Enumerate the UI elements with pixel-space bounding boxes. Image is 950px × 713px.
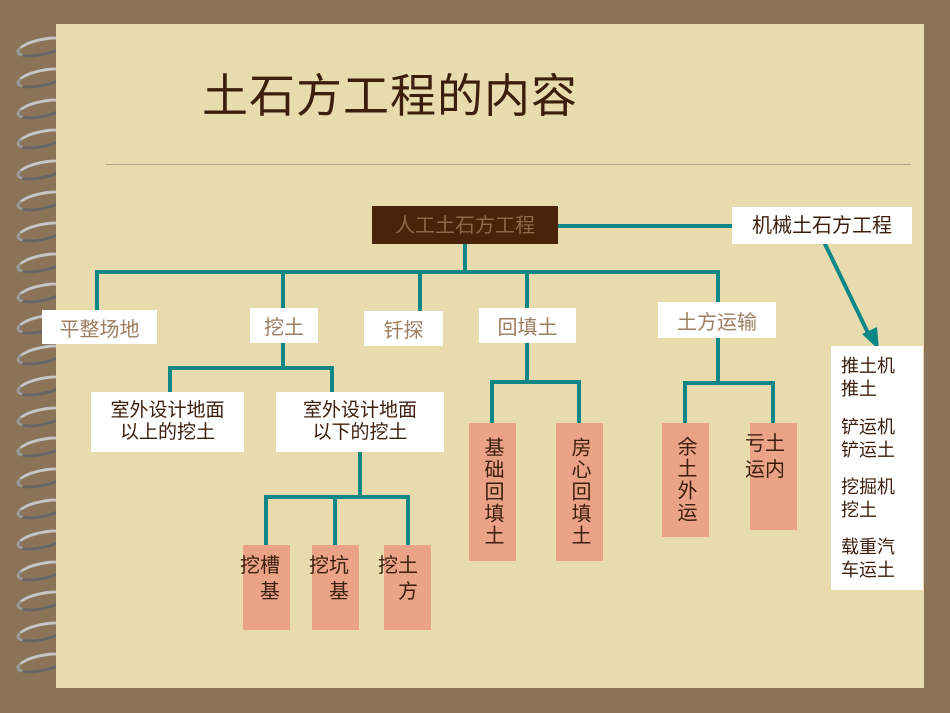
machine-task: 推土 xyxy=(841,379,877,400)
page-title: 土石方工程的内容 xyxy=(202,69,578,123)
transport-excess-soil-out: 余土外运 xyxy=(662,423,709,537)
excavation-above-label: 室外设计地面以上的挖土 xyxy=(110,399,225,443)
pit-type-trench xyxy=(243,545,290,630)
title-divider xyxy=(106,164,911,165)
transport-deficit-soil-in xyxy=(750,423,797,530)
category-label: 钎探 xyxy=(383,318,424,342)
category-label: 土方运输 xyxy=(677,309,757,334)
machine-name: 推土机 xyxy=(841,356,895,377)
category-label: 平整场地 xyxy=(59,316,140,341)
category-probing: 钎探 xyxy=(364,311,443,346)
pit-type-pit-label: 挖坑基 xyxy=(309,553,349,603)
category-label: 挖土 xyxy=(264,315,304,339)
backfill-room-core-label: 房心回填土 xyxy=(568,437,592,547)
mechanical-earthwork-node: 机械土石方工程 xyxy=(732,207,912,244)
pit-type-pit xyxy=(312,545,359,630)
excavation-above-ground: 室外设计地面以上的挖土 xyxy=(91,392,244,452)
machinery-scraper: 铲运机 铲运土 xyxy=(841,416,895,462)
category-transport: 土方运输 xyxy=(658,302,776,338)
category-excavation: 挖土 xyxy=(250,308,318,343)
category-label: 回填土 xyxy=(497,315,558,339)
machine-name: 挖掘机 xyxy=(841,477,895,498)
machine-task: 车运土 xyxy=(841,560,895,581)
machine-name: 载重汽 xyxy=(841,537,895,558)
transport-in-label: 亏土运内 xyxy=(745,431,785,481)
category-site-leveling: 平整场地 xyxy=(42,310,157,344)
machinery-panel xyxy=(831,346,923,590)
excavation-below-label: 室外设计地面以下的挖土 xyxy=(302,399,417,443)
backfill-room-core: 房心回填土 xyxy=(556,423,603,561)
machine-task: 铲运土 xyxy=(841,440,895,461)
manual-earthwork-node: 人工土石方工程 xyxy=(372,206,558,244)
machinery-bulldozer: 推土机 推土 xyxy=(841,355,895,401)
excavation-below-ground: 室外设计地面以下的挖土 xyxy=(276,392,444,452)
transport-out-label: 余土外运 xyxy=(674,436,698,524)
manual-earthwork-label: 人工土石方工程 xyxy=(395,212,535,237)
pit-type-trench-label: 挖槽基 xyxy=(240,553,280,603)
backfill-foundation-label: 基础回填土 xyxy=(481,437,505,547)
pit-type-earthwork-label: 挖土方 xyxy=(378,553,418,603)
mechanical-earthwork-label: 机械土石方工程 xyxy=(752,213,892,237)
pit-type-earthwork xyxy=(384,545,431,630)
notebook-page xyxy=(56,24,924,688)
machine-name: 铲运机 xyxy=(841,417,895,438)
machine-task: 挖土 xyxy=(841,500,877,521)
machinery-excavator: 挖掘机 挖土 xyxy=(841,476,895,522)
machinery-truck: 载重汽 车运土 xyxy=(841,536,895,582)
backfill-foundation: 基础回填土 xyxy=(469,423,516,561)
category-backfill: 回填土 xyxy=(479,308,576,343)
